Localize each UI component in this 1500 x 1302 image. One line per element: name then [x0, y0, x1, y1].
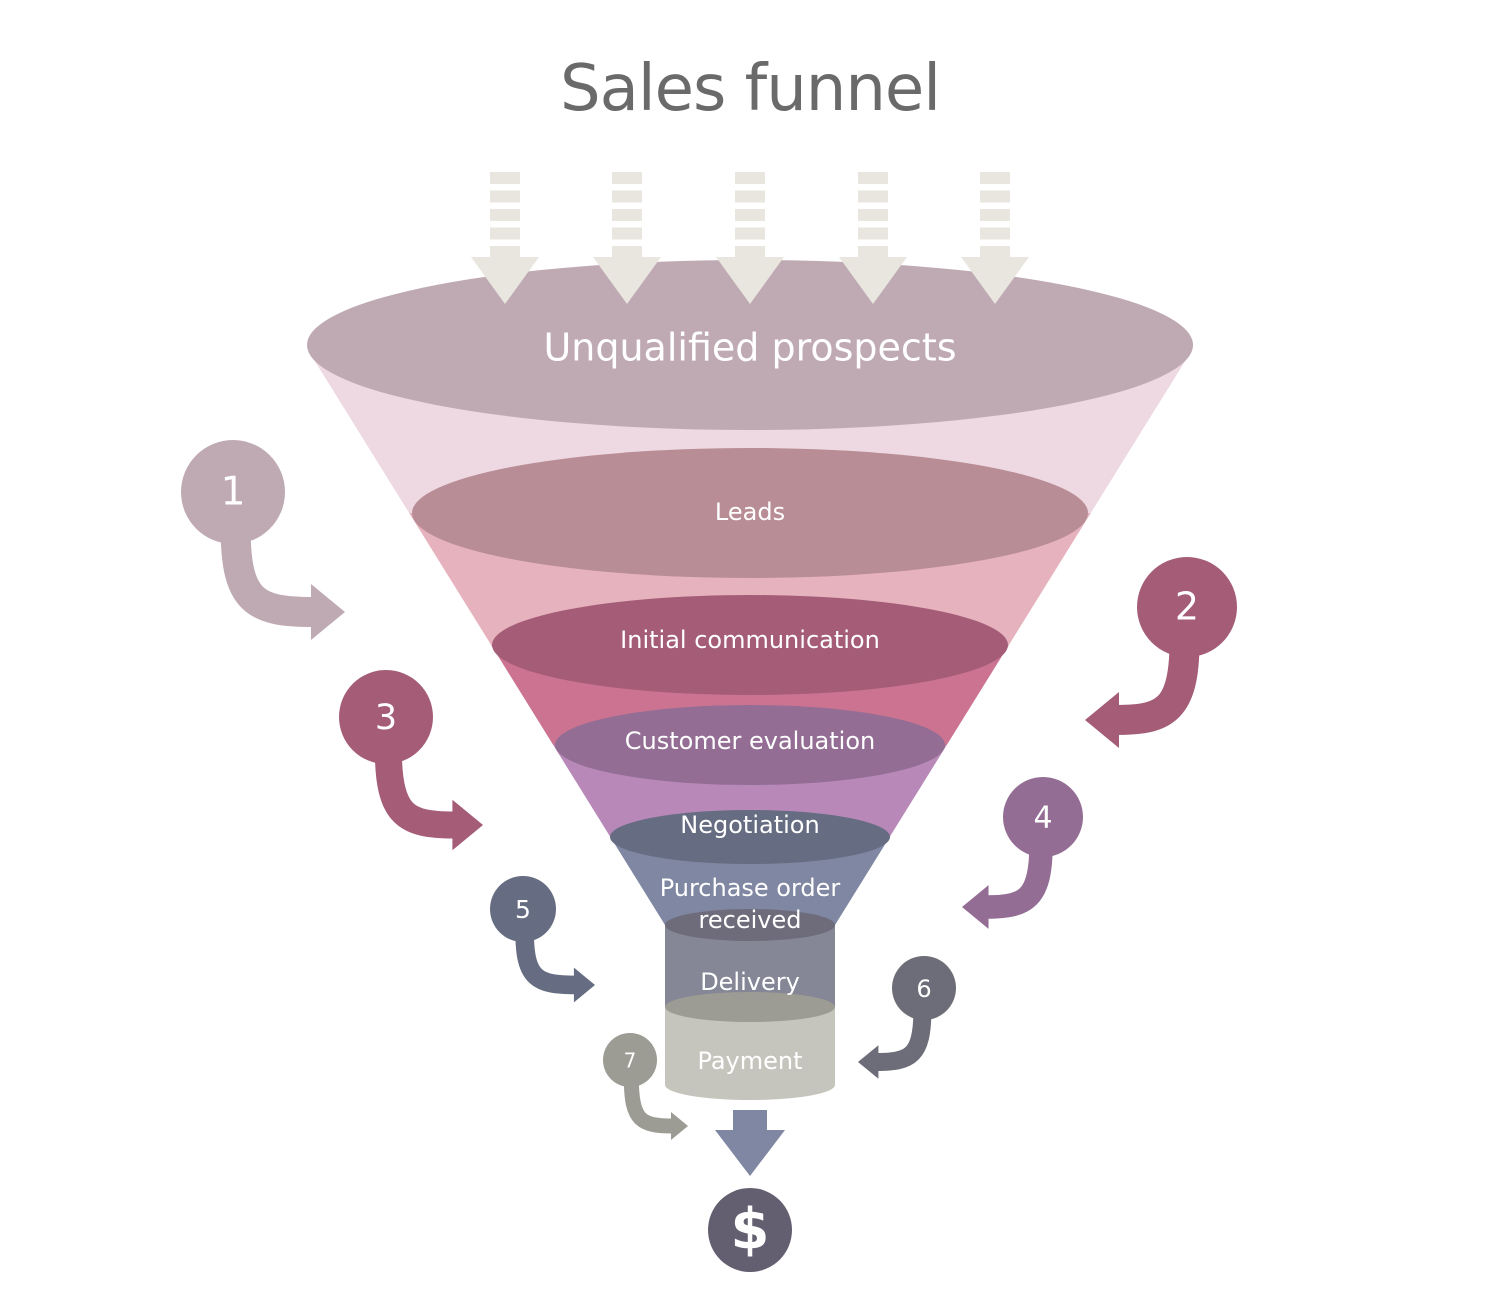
- stage-label-initial-communication: Initial communication: [620, 626, 880, 654]
- arrow-dash: [735, 172, 765, 184]
- stage-label-unqualified: Unqualified prospects: [543, 326, 956, 370]
- step-circle: [490, 876, 556, 942]
- curved-arrow-head: [671, 1112, 688, 1140]
- arrow-head: [961, 246, 1029, 304]
- arrow-dash: [735, 227, 765, 240]
- funnel-output: $: [708, 1110, 792, 1272]
- arrow-dash: [612, 209, 642, 221]
- step-number: 3: [375, 698, 397, 738]
- stage-label-delivery: Delivery: [700, 968, 800, 996]
- arrow-head: [593, 246, 661, 304]
- stage-label-purchase-order-line2: received: [699, 906, 802, 934]
- curved-arrow-head: [573, 967, 595, 1003]
- arrow-dash: [490, 227, 520, 240]
- step-marker-7: 7: [603, 1033, 688, 1140]
- step-circle: [339, 670, 433, 764]
- stage-label-purchase-order-line1: Purchase order: [660, 874, 841, 902]
- step-marker-1: 1: [181, 440, 345, 640]
- arrow-dash: [980, 209, 1010, 221]
- dashed-down-arrow-icon: [716, 172, 784, 304]
- curved-arrow-head: [858, 1045, 879, 1079]
- output-arrow-icon: [715, 1110, 785, 1176]
- dashed-down-arrow-icon: [961, 172, 1029, 304]
- step-number: 1: [221, 470, 246, 515]
- step-circle: [603, 1033, 657, 1087]
- step-number: 4: [1033, 801, 1052, 836]
- arrow-dash: [735, 190, 765, 203]
- curved-arrow-shaft: [986, 844, 1053, 919]
- stage-label-leads: Leads: [715, 498, 785, 526]
- dollar-icon: $: [708, 1188, 792, 1272]
- arrow-dash: [980, 190, 1010, 203]
- step-number: 6: [916, 975, 931, 1003]
- ellipse-customer-evaluation: [555, 705, 945, 785]
- arrow-head: [471, 246, 539, 304]
- step-circle: [892, 956, 956, 1020]
- ellipse-negotiation: [610, 810, 890, 864]
- inflow-arrows: [471, 172, 1029, 304]
- arrow-dash: [858, 172, 888, 184]
- curved-arrow-head: [1085, 692, 1119, 748]
- step-number: 5: [515, 895, 531, 924]
- step-circle: [1137, 557, 1237, 657]
- step-number: 2: [1175, 585, 1199, 629]
- ellipse-purchase-order: [665, 909, 835, 941]
- arrow-dash: [858, 209, 888, 221]
- arrow-dash: [612, 227, 642, 240]
- curved-arrow-head: [962, 885, 989, 929]
- arrow-dash: [980, 227, 1010, 240]
- dollar-symbol: $: [731, 1197, 770, 1262]
- dashed-down-arrow-icon: [593, 172, 661, 304]
- step-marker-5: 5: [490, 876, 595, 1003]
- arrow-dash: [490, 190, 520, 203]
- step-marker-6: 6: [858, 956, 956, 1079]
- arrow-dash: [612, 190, 642, 203]
- step-marker-2: 2: [1085, 557, 1237, 748]
- step-marker-4: 4: [962, 777, 1083, 929]
- dashed-down-arrow-icon: [839, 172, 907, 304]
- funnel-stage-labels: Unqualified prospects Leads Initial comm…: [543, 326, 956, 1076]
- curved-arrow-shaft: [623, 1078, 674, 1134]
- step-number: 7: [624, 1049, 637, 1073]
- curved-arrow-shaft: [374, 749, 455, 839]
- funnel-stage-ellipses: [307, 260, 1193, 1022]
- curved-arrow-head: [311, 584, 345, 640]
- arrow-dash: [858, 227, 888, 240]
- arrow-dash: [490, 172, 520, 184]
- ellipse-unqualified: [307, 260, 1193, 430]
- dashed-down-arrow-icon: [471, 172, 539, 304]
- curved-arrow-head: [452, 799, 483, 851]
- step-marker-3: 3: [339, 670, 483, 851]
- curved-arrow-shaft: [515, 931, 576, 995]
- arrow-dash: [858, 190, 888, 203]
- arrow-dash: [980, 172, 1010, 184]
- arrow-dash: [490, 209, 520, 221]
- curved-arrow-shaft: [876, 1010, 932, 1071]
- ellipse-initial-communication: [492, 595, 1008, 695]
- step-circle: [181, 440, 285, 544]
- arrow-dash: [612, 172, 642, 184]
- arrow-head: [839, 246, 907, 304]
- ellipse-delivery: [665, 992, 835, 1022]
- stage-label-customer-evaluation: Customer evaluation: [625, 727, 875, 755]
- ellipse-leads: [412, 448, 1088, 578]
- arrow-head: [716, 246, 784, 304]
- arrow-dash: [735, 209, 765, 221]
- diagram-title: Sales funnel: [559, 52, 941, 126]
- stage-label-negotiation: Negotiation: [680, 811, 819, 839]
- payment-cylinder-body: [665, 1007, 835, 1100]
- curved-arrow-shaft: [220, 528, 314, 627]
- curved-arrow-shaft: [1116, 641, 1200, 735]
- stage-label-payment: Payment: [697, 1047, 802, 1075]
- step-markers: 1 2 3 4 5 6 7: [181, 440, 1237, 1140]
- dollar-circle: [708, 1188, 792, 1272]
- step-circle: [1003, 777, 1083, 857]
